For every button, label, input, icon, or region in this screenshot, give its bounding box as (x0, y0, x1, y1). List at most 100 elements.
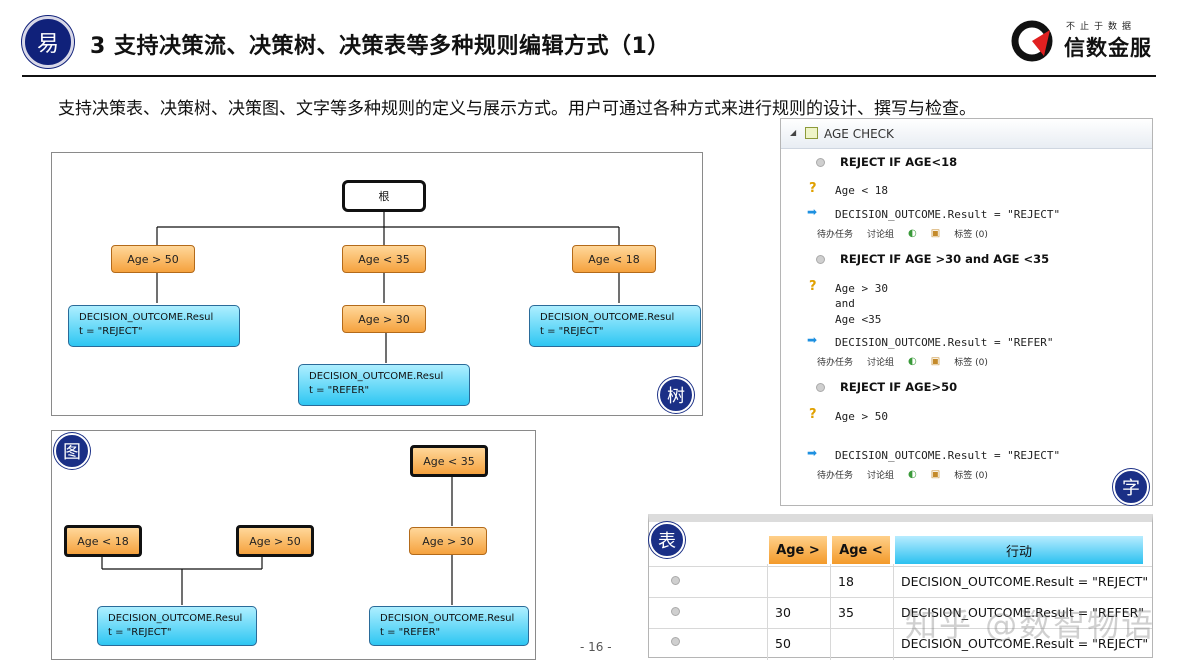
cell-age-gt[interactable]: 30 (775, 605, 791, 620)
action-arrow-icon: ➡ (807, 446, 818, 460)
graph-outcome-reject[interactable]: DECISION_OUTCOME.Resul t = "REJECT" (97, 606, 257, 646)
company-logo: 不止于数据 信数金服 (1010, 18, 1160, 64)
tree-node-age-gt-50[interactable]: Age > 50 (111, 245, 195, 273)
col-divider (830, 564, 831, 660)
header-divider (22, 75, 1156, 77)
row-status-dot[interactable] (671, 576, 680, 585)
action-arrow-icon: ➡ (807, 333, 818, 347)
row-divider (649, 597, 1152, 598)
outcome-line-2: t = "REJECT" (540, 326, 604, 337)
cell-action[interactable]: DECISION_OUTCOME.Result = "REJECT" (901, 574, 1149, 589)
tree-node-age-lt-18[interactable]: Age < 18 (572, 245, 656, 273)
outcome-line-2: t = "REJECT" (79, 326, 143, 337)
col-header-age-lt[interactable]: Age < (832, 536, 890, 564)
graph-node-age-gt-30[interactable]: Age > 30 (409, 527, 487, 555)
cell-action[interactable]: DECISION_OUTCOME.Result = "REFER" (901, 605, 1145, 620)
todo-link[interactable]: 待办任务 (817, 358, 854, 368)
tree-connectors (156, 211, 620, 363)
logo-slogan: 不止于数据 (1066, 22, 1137, 32)
discussion-link[interactable]: 讨论组 (867, 230, 895, 240)
condition-question-icon: ? (809, 279, 817, 294)
page-number: - 16 - (580, 640, 612, 654)
graph-connectors (101, 476, 453, 605)
rule-condition: Age <35 (835, 313, 882, 326)
share-icon[interactable]: ◐ (908, 469, 917, 480)
tree-outcome-reject[interactable]: DECISION_OUTCOME.Resul t = "REJECT" (68, 305, 240, 347)
tree-outcome-reject-2[interactable]: DECISION_OUTCOME.Resul t = "REJECT" (529, 305, 701, 347)
rule-action: DECISION_OUTCOME.Result = "REFER" (835, 336, 1054, 349)
tree-outcome-refer[interactable]: DECISION_OUTCOME.Resul t = "REFER" (298, 364, 470, 406)
outcome-line-1: DECISION_OUTCOME.Resul (540, 312, 675, 323)
col-header-age-gt[interactable]: Age > (769, 536, 827, 564)
cell-age-gt[interactable]: 50 (775, 636, 791, 651)
rule-status-dot (816, 255, 825, 264)
cell-age-lt[interactable]: 35 (838, 605, 854, 620)
table-tag: 表 (649, 522, 685, 558)
text-rules-panel: ◢ AGE CHECK REJECT IF AGE<18 ? Age < 18 … (780, 118, 1153, 506)
collapse-triangle-icon[interactable]: ◢ (790, 128, 797, 137)
graph-outcome-refer[interactable]: DECISION_OUTCOME.Resul t = "REFER" (369, 606, 529, 646)
decision-graph-panel: Age < 35 Age < 18 Age > 50 Age > 30 DECI… (51, 430, 536, 660)
tree-root-node[interactable]: 根 (342, 180, 426, 212)
rule-condition: and (835, 297, 855, 310)
rule-action: DECISION_OUTCOME.Result = "REJECT" (835, 208, 1061, 221)
graph-node-age-gt-50[interactable]: Age > 50 (236, 525, 314, 557)
logo-name: 信数金服 (1064, 36, 1152, 60)
lock-icon[interactable]: ▣ (930, 469, 941, 480)
rule-group-title: AGE CHECK (824, 127, 894, 141)
row-divider (649, 566, 1152, 567)
row-status-dot[interactable] (671, 637, 680, 646)
lock-icon[interactable]: ▣ (930, 228, 941, 239)
row-status-dot[interactable] (671, 607, 680, 616)
text-tag: 字 (1113, 469, 1149, 505)
watermark: 知乎 @数智物语 (905, 606, 1156, 644)
col-divider (767, 564, 768, 660)
cell-action[interactable]: DECISION_OUTCOME.Result = "REJECT" (901, 636, 1149, 651)
lock-icon[interactable]: ▣ (930, 356, 941, 367)
decision-table-panel: Age > Age < 行动 18 DECISION_OUTCOME.Resul… (648, 514, 1153, 660)
rule-meta-row: 待办任务 讨论组 ◐ ▣ 标签 (0) (817, 468, 988, 481)
todo-link[interactable]: 待办任务 (817, 471, 854, 481)
rule-condition: Age < 18 (835, 184, 888, 197)
rule-status-dot (816, 383, 825, 392)
tags-link[interactable]: 标签 (0) (954, 471, 988, 481)
condition-question-icon: ? (809, 407, 817, 422)
share-icon[interactable]: ◐ (908, 356, 917, 367)
decision-tree-panel: 根 Age > 50 Age < 35 Age < 18 Age > 30 DE… (51, 152, 703, 416)
rule-title[interactable]: REJECT IF AGE<18 (840, 155, 958, 169)
rule-group-icon (805, 127, 818, 139)
rule-group-header[interactable]: ◢ AGE CHECK (781, 119, 1152, 149)
rule-title[interactable]: REJECT IF AGE >30 and AGE <35 (840, 252, 1050, 266)
discussion-link[interactable]: 讨论组 (867, 471, 895, 481)
cell-age-lt[interactable]: 18 (838, 574, 854, 589)
tree-node-age-gt-30[interactable]: Age > 30 (342, 305, 426, 333)
col-divider (893, 564, 894, 660)
rule-condition: Age > 30 (835, 282, 888, 295)
graph-tag: 图 (54, 433, 90, 469)
share-icon[interactable]: ◐ (908, 228, 917, 239)
rule-title[interactable]: REJECT IF AGE>50 (840, 380, 958, 394)
outcome-line-1: DECISION_OUTCOME.Resul (309, 371, 444, 382)
tags-link[interactable]: 标签 (0) (954, 230, 988, 240)
rule-action: DECISION_OUTCOME.Result = "REJECT" (835, 449, 1061, 462)
rule-meta-row: 待办任务 讨论组 ◐ ▣ 标签 (0) (817, 227, 988, 240)
page-title: 3 支持决策流、决策树、决策表等多种规则编辑方式（1） (90, 34, 670, 59)
col-header-action[interactable]: 行动 (895, 536, 1143, 564)
tree-node-age-lt-35[interactable]: Age < 35 (342, 245, 426, 273)
condition-question-icon: ? (809, 181, 817, 196)
graph-node-age-lt-35[interactable]: Age < 35 (410, 445, 488, 477)
discussion-link[interactable]: 讨论组 (867, 358, 895, 368)
tags-link[interactable]: 标签 (0) (954, 358, 988, 368)
subtitle: 支持决策表、决策树、决策图、文字等多种规则的定义与展示方式。用户可通过各种方式来… (58, 99, 976, 119)
rule-status-dot (816, 158, 825, 167)
brand-badge: 易 (22, 16, 74, 68)
outcome-line-1: DECISION_OUTCOME.Resul (108, 613, 243, 624)
todo-link[interactable]: 待办任务 (817, 230, 854, 240)
row-divider (649, 628, 1152, 629)
logo-mark-icon (1011, 20, 1053, 62)
outcome-line-1: DECISION_OUTCOME.Resul (79, 312, 214, 323)
tree-tag: 树 (658, 377, 694, 413)
rule-meta-row: 待办任务 讨论组 ◐ ▣ 标签 (0) (817, 355, 988, 368)
graph-node-age-lt-18[interactable]: Age < 18 (64, 525, 142, 557)
outcome-line-1: DECISION_OUTCOME.Resul (380, 613, 515, 624)
